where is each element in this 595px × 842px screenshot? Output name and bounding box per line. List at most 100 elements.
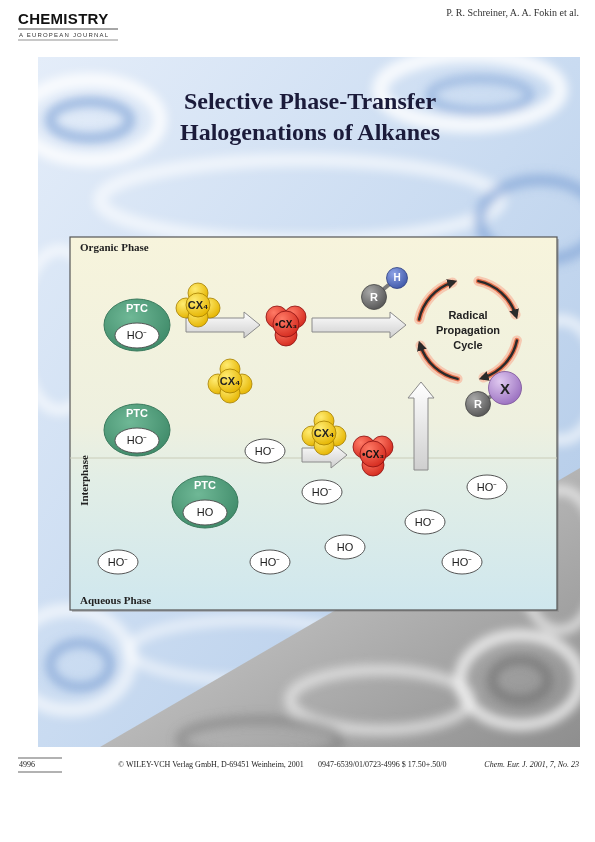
- hydroxide-ellipse: HO⁻: [249, 549, 291, 575]
- hydroxide-body: [245, 439, 285, 463]
- node-text: Radical Propagation Cycle: [431, 308, 505, 353]
- phase-label: Interphase: [77, 455, 90, 506]
- cover-title: Selective Phase-Transfer Halogenations o…: [140, 86, 480, 148]
- hydroxide-ellipse: HO⁻: [466, 474, 508, 500]
- node-text: HO⁻: [477, 481, 498, 494]
- atom-sphere: [273, 311, 299, 337]
- phase-label: Organic Phase: [80, 241, 149, 254]
- hydroxide-body: [325, 535, 365, 559]
- phase-label: Aqueous Phase: [80, 594, 151, 607]
- hollow-arrow: [312, 312, 406, 338]
- citation-line: Chem. Eur. J. 2001, 7, No. 23: [484, 760, 579, 770]
- atom-sphere: [466, 392, 491, 417]
- node-text: HO: [197, 506, 214, 519]
- page-number: 4996: [19, 760, 35, 770]
- halogen-atom: X: [488, 371, 522, 405]
- header-rule: [18, 29, 118, 30]
- cycle-arrow: [419, 282, 452, 319]
- atom-sphere: [186, 293, 210, 317]
- cycle-arrow: [420, 346, 457, 379]
- atom-sphere: [362, 285, 387, 310]
- bond-line: [384, 285, 388, 289]
- cover-panel: [430, 79, 530, 111]
- cover-panel: [100, 160, 500, 240]
- hydroxide-body: [183, 500, 227, 525]
- node-text: PTC: [126, 302, 148, 315]
- hydroxide-ellipse: HO: [182, 499, 228, 526]
- catalyst-ellipse: PTC HO⁻: [103, 403, 171, 457]
- node-text: PTC: [194, 479, 216, 492]
- node-text: HO⁻: [108, 556, 129, 569]
- node-text: HO⁻: [260, 556, 281, 569]
- atom-sphere: [360, 441, 386, 467]
- catalyst-body: [104, 404, 170, 456]
- node-text: HO⁻: [255, 445, 276, 458]
- phase-box: [70, 237, 557, 610]
- alkyl-atom: R: [465, 391, 491, 417]
- footer-rule: [18, 772, 62, 773]
- hydroxide-body: [250, 550, 290, 574]
- cover-panel: [38, 610, 130, 710]
- footer-rule: [18, 758, 62, 759]
- hydroxide-body: [442, 550, 482, 574]
- node-text: H: [393, 272, 400, 284]
- hollow-arrow: [408, 382, 434, 470]
- hydroxide-ellipse: HO⁻: [301, 479, 343, 505]
- issn-line: 0947-6539/01/0723-4996 $ 17.50+.50/0: [318, 760, 447, 770]
- journal-name: CHEMISTRY: [18, 10, 108, 28]
- node-text: CX₄: [188, 299, 209, 312]
- cover-panel: [50, 102, 130, 138]
- catalyst-ellipse: PTC HO: [171, 475, 239, 529]
- node-text: PTC: [126, 407, 148, 420]
- hydroxide-body: [405, 510, 445, 534]
- alkyl-atom: R: [361, 284, 387, 310]
- hydroxide-ellipse: HO⁻: [404, 509, 446, 535]
- grey-texture: [492, 660, 548, 700]
- node-text: CX₄: [220, 375, 241, 388]
- tetrahalomethane-cluster: CX₄: [175, 283, 221, 327]
- node-text: X: [500, 380, 510, 397]
- node-text: CX₄: [314, 427, 335, 440]
- cycle-arrow: [419, 282, 452, 319]
- node-text: R: [370, 291, 378, 304]
- hydroxide-ellipse: HO⁻: [244, 438, 286, 464]
- atom-sphere: [218, 369, 242, 393]
- tetrahalomethane-cluster: CX₄: [207, 359, 253, 403]
- node-text: R: [474, 398, 482, 411]
- hydroxide-ellipse: HO⁻: [114, 427, 160, 454]
- node-text: HO: [337, 541, 354, 554]
- cover-panel: [50, 643, 110, 687]
- node-text: HO⁻: [415, 516, 436, 529]
- radical-cluster: •CX₃: [350, 434, 396, 476]
- catalyst-body: [172, 476, 238, 528]
- hydroxide-body: [115, 428, 159, 453]
- cycle-arrow: [420, 346, 457, 379]
- radical-cluster: •CX₃: [263, 304, 309, 346]
- node-text: •CX₃: [362, 449, 384, 461]
- tetrahalomethane-cluster: CX₄: [301, 411, 347, 455]
- atom-sphere: [489, 372, 522, 405]
- cycle-arrow: [419, 282, 452, 319]
- cover-panel: [38, 80, 160, 160]
- hydroxide-ellipse: HO⁻: [114, 322, 160, 349]
- hydroxide-ellipse: HO: [324, 534, 366, 560]
- catalyst-ellipse: PTC HO⁻: [103, 298, 171, 352]
- atom-sphere: [312, 421, 336, 445]
- atom-sphere: [387, 268, 408, 289]
- grey-texture: [460, 635, 580, 725]
- hydroxide-body: [302, 480, 342, 504]
- hydroxide-ellipse: HO⁻: [441, 549, 483, 575]
- node-text: •CX₃: [275, 319, 297, 331]
- grey-texture: [180, 720, 340, 747]
- node-text: HO⁻: [127, 434, 148, 447]
- author-line: P. R. Schreiner, A. A. Fokin et al.: [446, 7, 579, 19]
- copyright-line: © WILEY-VCH Verlag GmbH, D-69451 Weinhei…: [118, 760, 304, 770]
- cycle-arrow: [420, 346, 457, 379]
- header-rule: [18, 40, 118, 41]
- catalyst-body: [104, 299, 170, 351]
- hydroxide-body: [115, 323, 159, 348]
- node-text: HO⁻: [312, 486, 333, 499]
- node-text: HO⁻: [127, 329, 148, 342]
- journal-subtitle: A EUROPEAN JOURNAL: [19, 31, 109, 39]
